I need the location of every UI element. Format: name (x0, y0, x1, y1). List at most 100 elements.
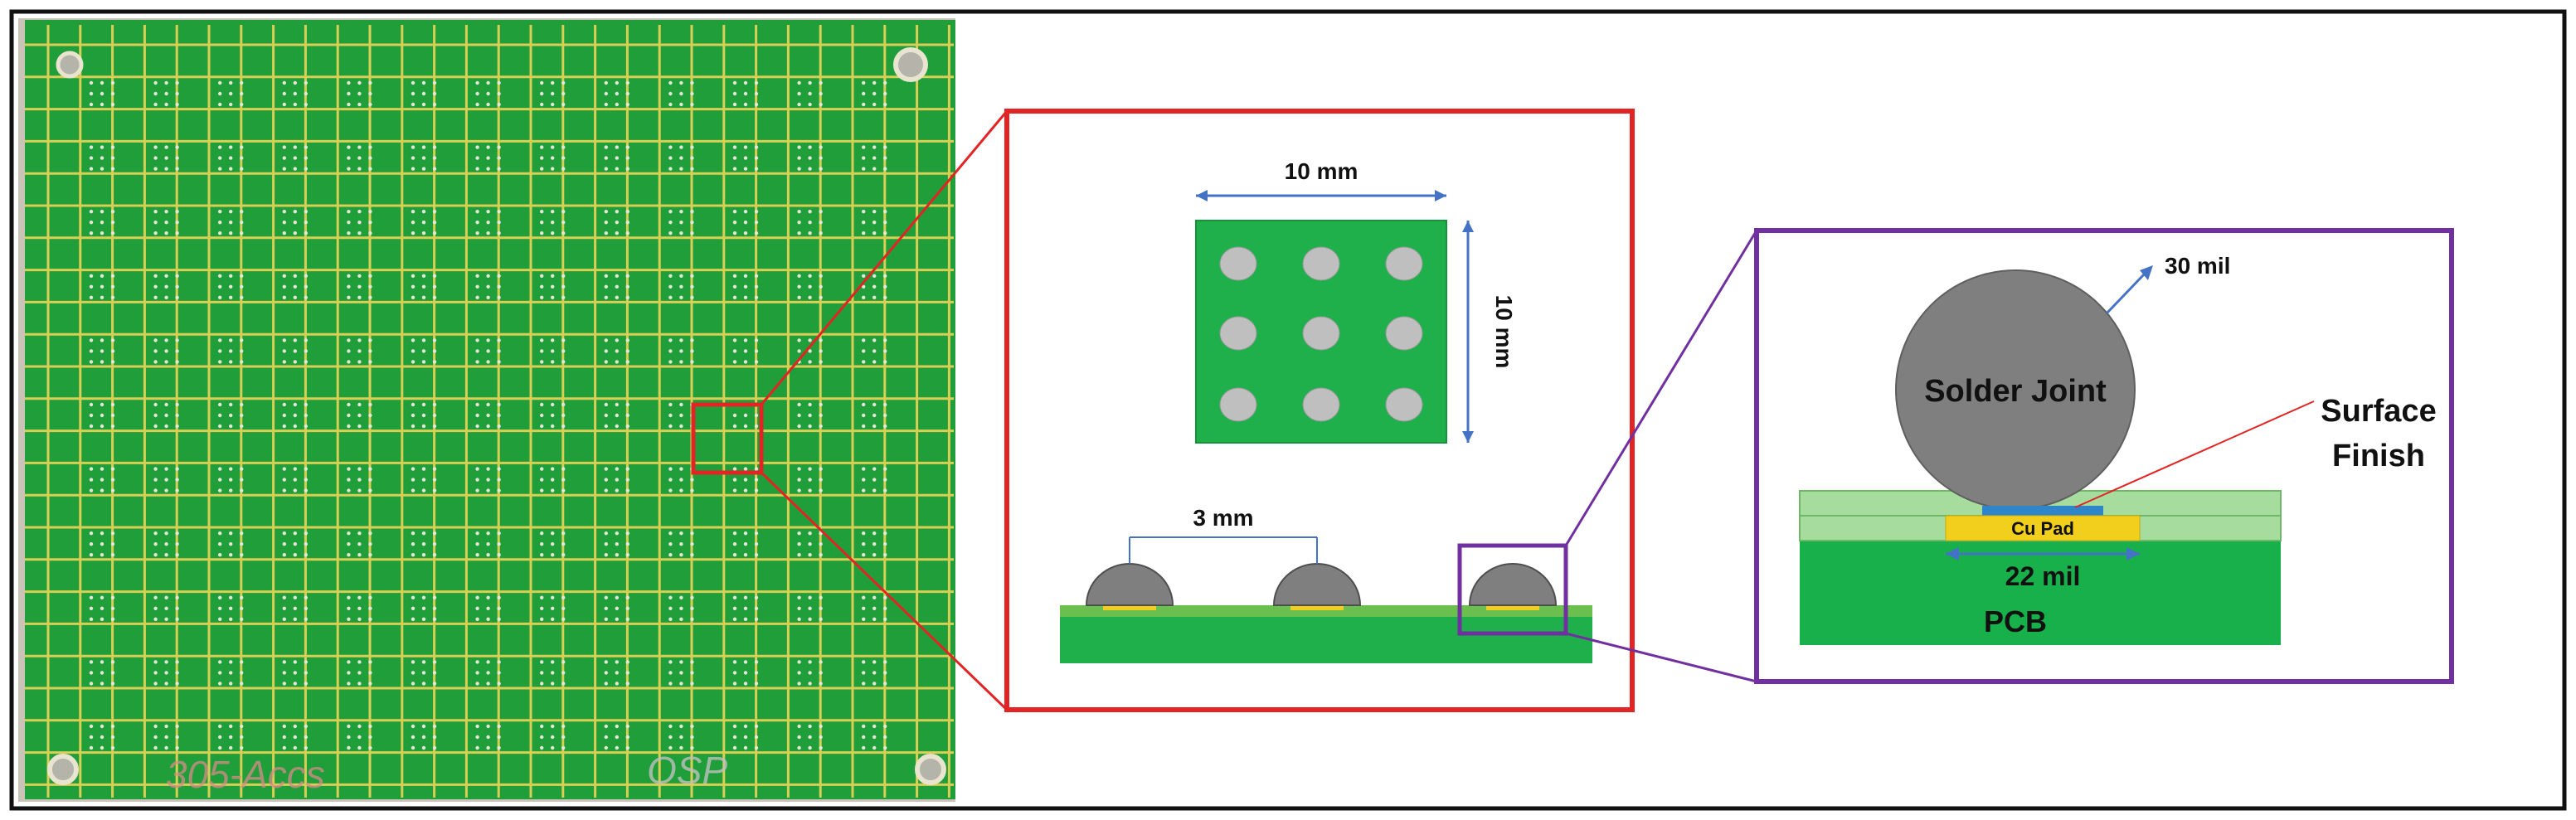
pad-dot (690, 274, 694, 278)
pad-dot (411, 617, 416, 621)
pad-dot (625, 295, 629, 299)
pad-dot (690, 221, 694, 225)
pad-dot (229, 745, 233, 750)
pad-dot (808, 467, 812, 471)
pad-dot (797, 145, 801, 149)
pad-dot (486, 467, 490, 471)
pad-dot (679, 745, 683, 750)
pad-dot (862, 682, 866, 686)
pad-dot (625, 91, 629, 96)
pad-dot (89, 542, 94, 546)
pad-dot (229, 338, 233, 342)
pad-dot (347, 221, 351, 225)
pad-dot (540, 402, 544, 407)
pad-dot (282, 606, 286, 610)
pad-dot (368, 360, 372, 364)
pad-dot (497, 682, 501, 686)
pad-dot (110, 735, 115, 740)
pad-dot (625, 221, 629, 225)
pad-dot (604, 553, 608, 557)
pad-dot (164, 682, 168, 686)
pad-dot (872, 402, 877, 407)
pad-dot (89, 156, 94, 160)
pad-dot (732, 360, 737, 364)
pad-dot (819, 745, 823, 750)
pad-dot (100, 80, 104, 85)
pad-dot (229, 284, 233, 289)
pad-dot (497, 724, 501, 729)
pad-dot (679, 338, 683, 342)
pad-dot (872, 671, 877, 675)
pad-dot (690, 338, 694, 342)
pad-dot (551, 735, 555, 740)
pad-dot (625, 724, 629, 729)
pad-dot (561, 745, 566, 750)
pad-dot (561, 349, 566, 353)
pad-dot (797, 80, 801, 85)
pad-dot (164, 413, 168, 418)
pad-dot (808, 424, 812, 429)
pad-dot (883, 102, 887, 107)
pad-dot (164, 231, 168, 235)
pad-dot (110, 488, 115, 492)
pad-dot (240, 145, 244, 149)
pad-dot (229, 402, 233, 407)
pad-dot (110, 210, 115, 214)
pad-dot (293, 221, 297, 225)
pad-dot (808, 167, 812, 171)
pad-dot (304, 167, 308, 171)
pad-dot (604, 542, 608, 546)
pad-dot (883, 338, 887, 342)
pad-dot (304, 745, 308, 750)
pad-dot (797, 745, 801, 750)
pad-dot (411, 221, 416, 225)
pad-dot (551, 102, 555, 107)
pad-dot (625, 735, 629, 740)
pad-dot (668, 617, 673, 621)
solder-pad (1385, 246, 1423, 281)
pad-dot (754, 735, 759, 740)
pad-dot (743, 606, 748, 610)
pad-dot (110, 531, 115, 536)
pad-dot (175, 671, 179, 675)
surface-finish-leader (2074, 400, 2315, 508)
pad-dot (797, 553, 801, 557)
pad-dot (100, 724, 104, 729)
pad-dot (411, 745, 416, 750)
pad-dot (218, 617, 222, 621)
pad-dot (218, 360, 222, 364)
pad-dot (304, 488, 308, 492)
pad-dot (89, 745, 94, 750)
pad-dot (604, 167, 608, 171)
pad-dot (561, 660, 566, 664)
pad-dot (475, 542, 479, 546)
pad-dot (164, 145, 168, 149)
pad-dot (819, 467, 823, 471)
pad-dot (100, 221, 104, 225)
pad-dot (743, 102, 748, 107)
pad-dot (164, 274, 168, 278)
pad-dot (153, 349, 158, 353)
pad-dot (690, 531, 694, 536)
pad-dot (293, 210, 297, 214)
pad-dot (110, 167, 115, 171)
pad-dot (357, 682, 362, 686)
pad-dot (175, 488, 179, 492)
pad-dot (89, 210, 94, 214)
pad-dot (808, 724, 812, 729)
pad-dot (497, 595, 501, 599)
pad-dot (100, 295, 104, 299)
pad-dot (175, 735, 179, 740)
pad-dot (743, 295, 748, 299)
pad-dot (551, 724, 555, 729)
pad-dot (497, 424, 501, 429)
pad-dot (304, 80, 308, 85)
pad-dot (475, 231, 479, 235)
pad-dot (872, 80, 877, 85)
pad-dot (432, 349, 437, 353)
pad-dot (282, 210, 286, 214)
pad-dot (368, 724, 372, 729)
pad-dot (883, 210, 887, 214)
pad-dot (347, 488, 351, 492)
pad-dot (475, 478, 479, 482)
